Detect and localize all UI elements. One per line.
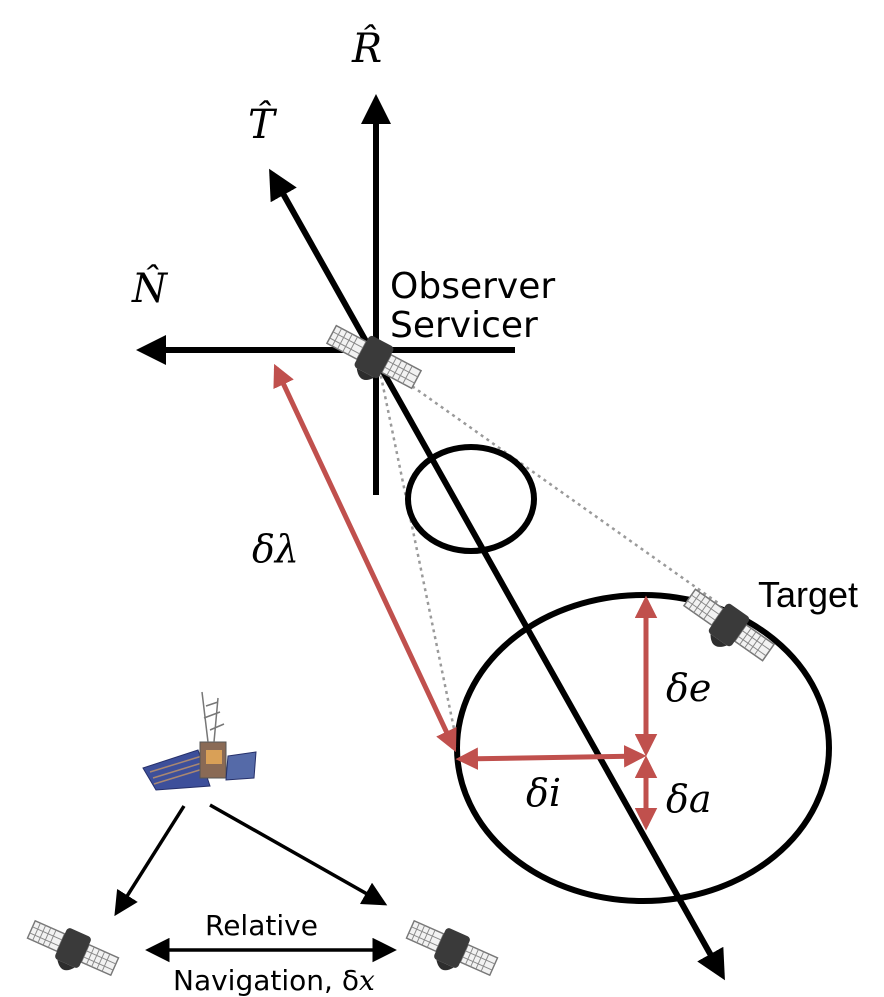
link-relay-to-right xyxy=(209,803,388,906)
navigation-label: Navigation, δx xyxy=(173,964,375,997)
observer-label: Observer xyxy=(390,266,555,307)
delta-lambda-label: δλ xyxy=(252,527,299,571)
navigation-links xyxy=(114,803,397,963)
small-relative-orbit xyxy=(405,444,537,554)
delta-i-arrow xyxy=(455,745,647,770)
delta-i-label: δi xyxy=(526,771,561,815)
relative-label: Relative xyxy=(205,909,318,942)
navigation-label-text: Navigation, δ xyxy=(173,964,359,997)
delta-lambda-arrow xyxy=(273,363,457,753)
delta-e-label: δe xyxy=(666,666,711,710)
r-hat-label: R̂ xyxy=(351,26,382,72)
servicer-label: Servicer xyxy=(390,305,538,346)
right-satellite-icon xyxy=(399,913,502,989)
navigation-x-var: x xyxy=(359,964,375,997)
t-axis xyxy=(269,168,725,981)
link-relay-to-left xyxy=(114,805,186,917)
n-hat-label: N̂ xyxy=(131,266,169,312)
target-label: Target xyxy=(758,574,858,615)
large-relative-orbit xyxy=(454,592,832,904)
delta-a-label: δa xyxy=(666,777,712,821)
left-satellite-icon xyxy=(20,913,123,989)
relay-spacecraft-icon xyxy=(142,691,257,791)
roe-arrows xyxy=(273,363,658,831)
t-hat-label: T̂ xyxy=(248,102,278,148)
